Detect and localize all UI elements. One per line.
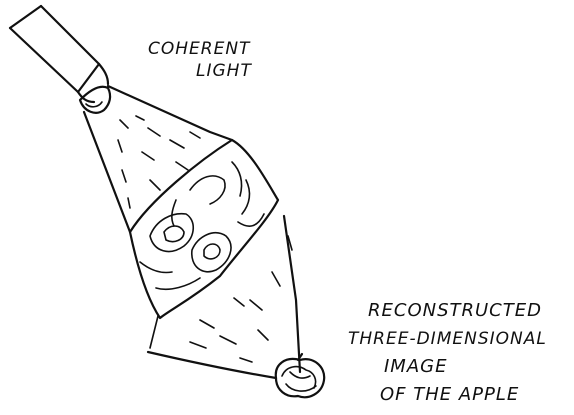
label-reconstructed: RECONSTRUCTED [368, 300, 542, 321]
label-light: LIGHT [196, 61, 252, 81]
label-image: IMAGE [384, 356, 447, 377]
hologram-plate [130, 140, 278, 318]
label-three-dimensional: THREE-DIMENSIONAL [348, 329, 547, 349]
label-coherent: COHERENT [148, 39, 251, 59]
laser-source [10, 6, 110, 113]
reconstruction-cone [148, 216, 300, 378]
apple-image [276, 354, 324, 397]
label-of-the-apple: OF THE APPLE [380, 384, 519, 405]
